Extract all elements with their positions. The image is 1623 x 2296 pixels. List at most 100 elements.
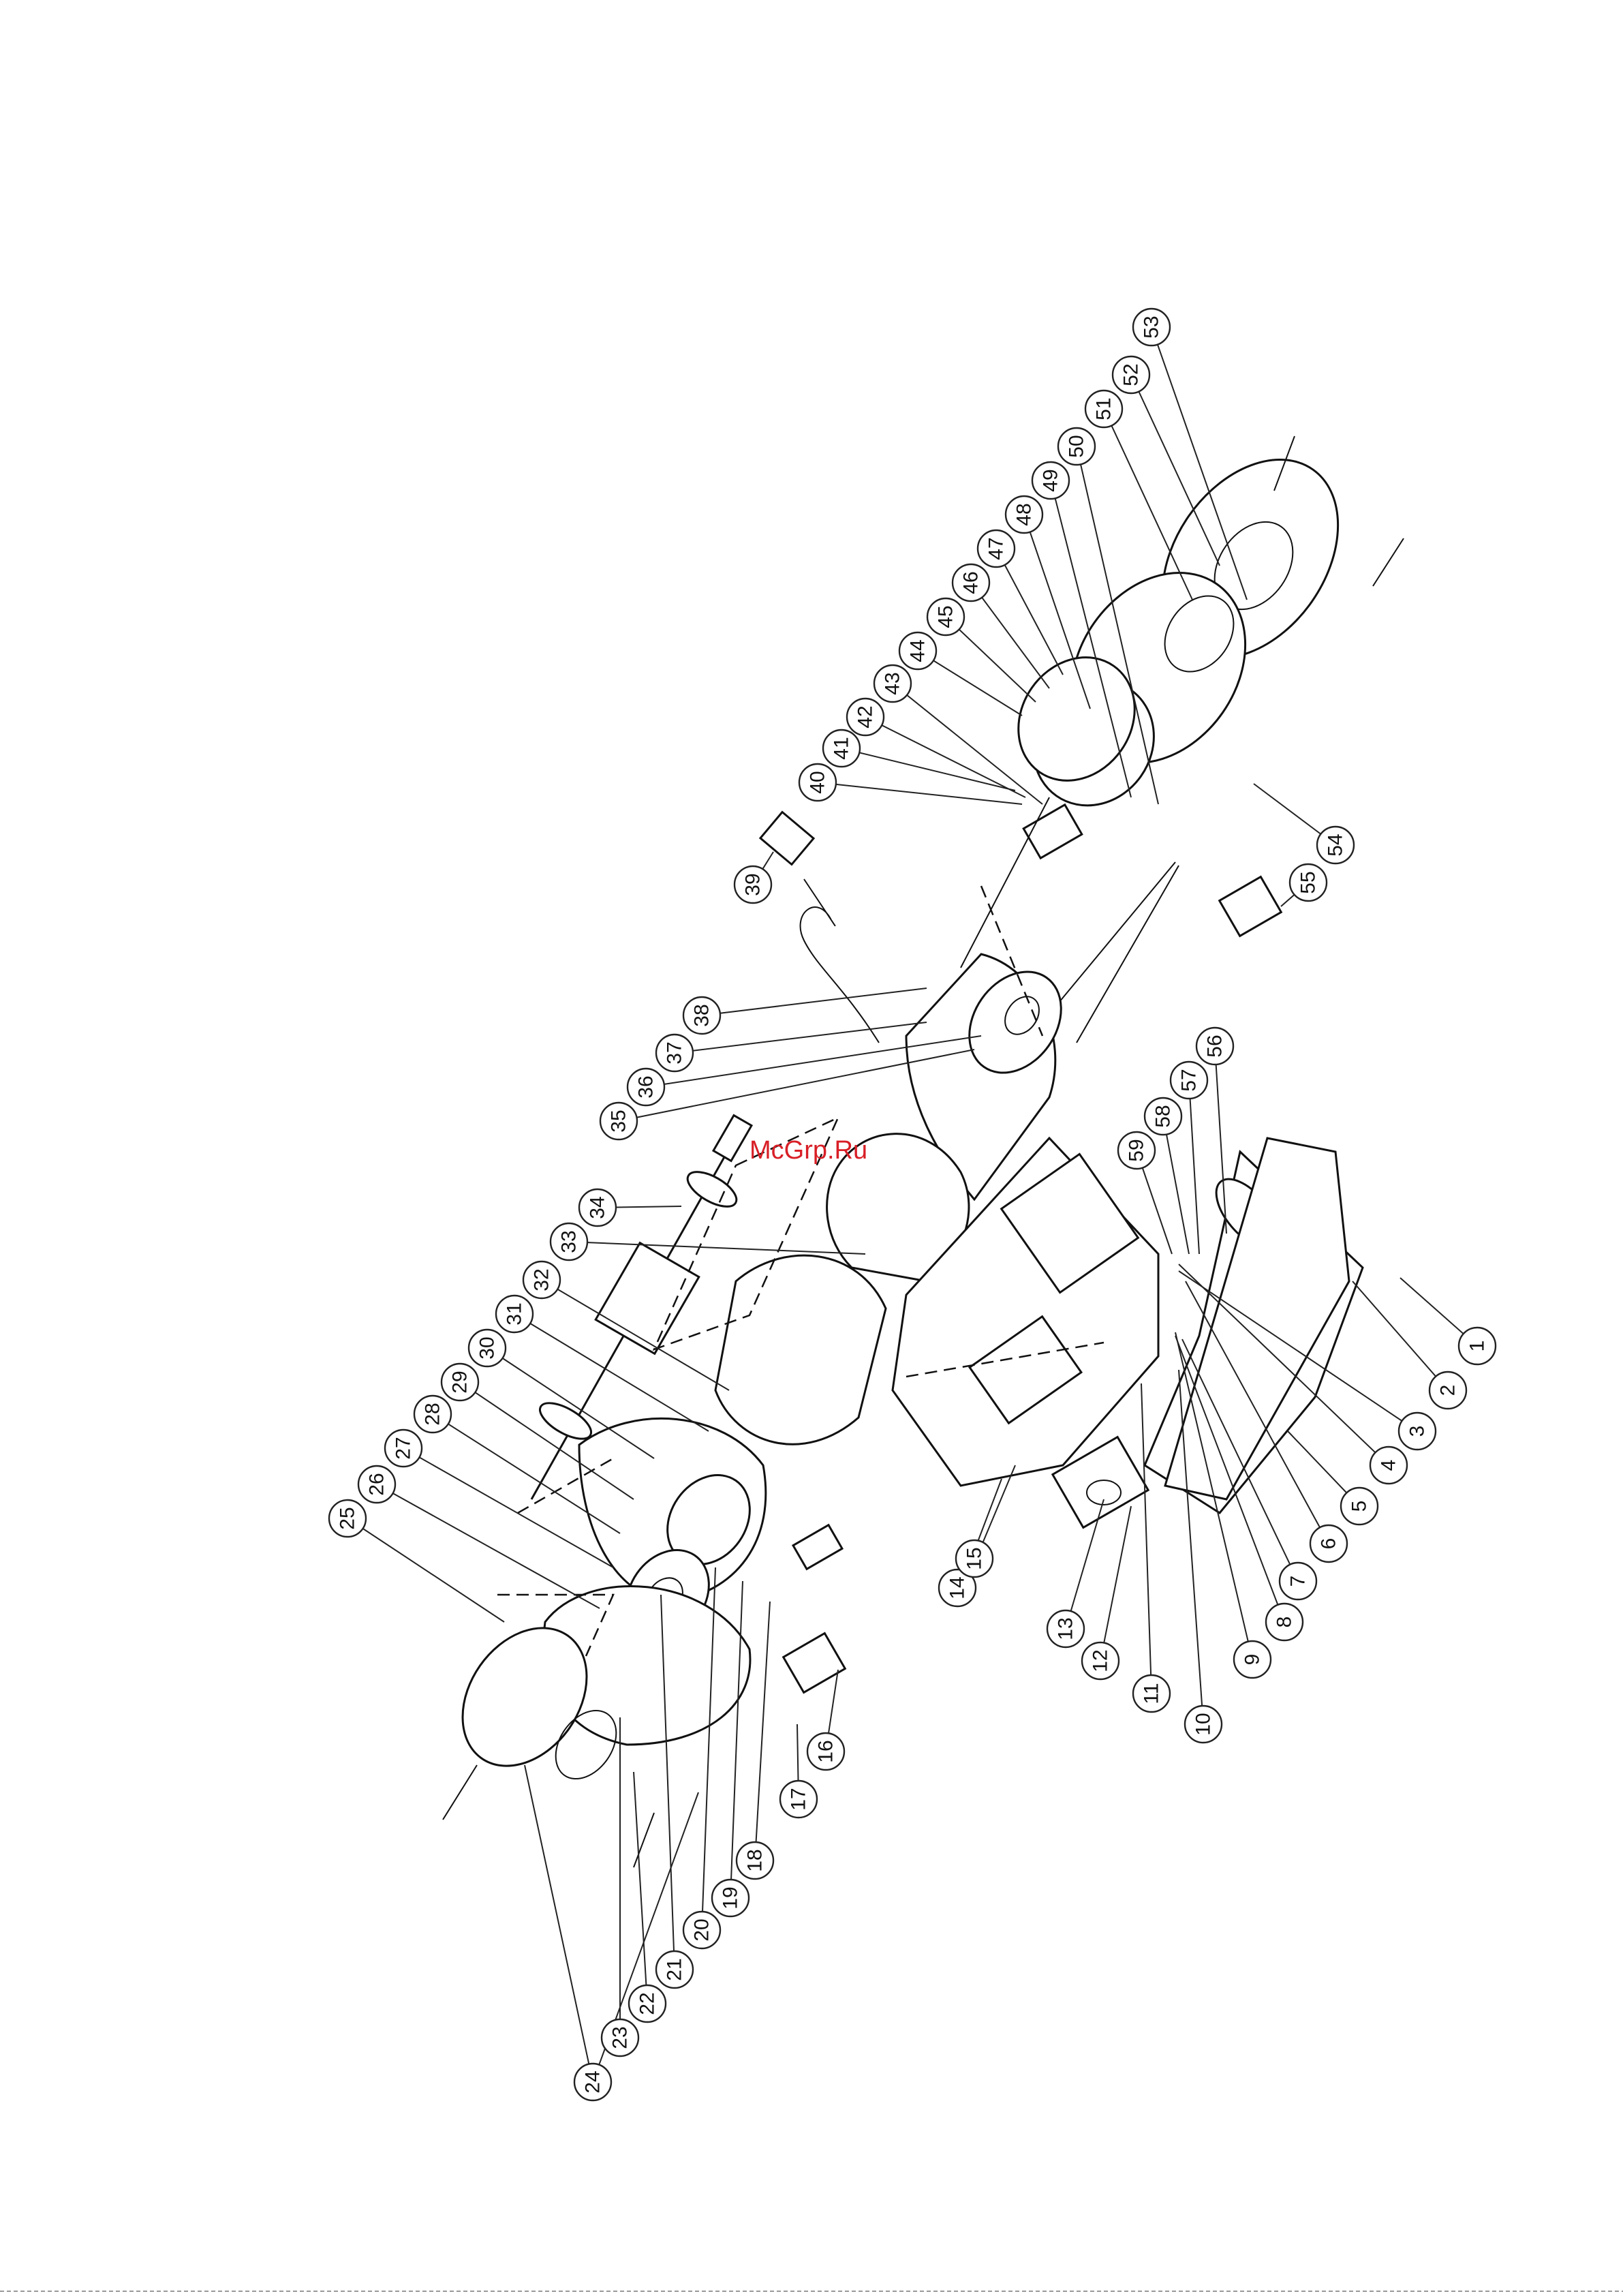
callout-number: 11 [1141, 1683, 1163, 1704]
callout-balloon: 50 [1058, 428, 1095, 465]
callout-balloon: 11 [1133, 1675, 1170, 1712]
callout-number: 39 [742, 873, 764, 896]
callout-number: 56 [1204, 1035, 1226, 1057]
callout-number: 35 [608, 1109, 630, 1132]
callout-balloon: 12 [1082, 1642, 1119, 1679]
callout-balloon: 45 [927, 598, 964, 635]
callout-balloon: 31 [496, 1296, 533, 1332]
callout-number: 8 [1273, 1617, 1296, 1628]
callout-balloon: 23 [602, 2019, 638, 2056]
callout-balloon: 18 [737, 1842, 773, 1879]
front-fan-cover [437, 1587, 750, 1867]
callout-number: 15 [963, 1547, 986, 1570]
callout-balloon: 10 [1185, 1706, 1222, 1743]
callout-number: 42 [854, 705, 877, 728]
callout-number: 41 [831, 737, 853, 759]
callout-number: 55 [1297, 871, 1320, 893]
callout-number: 53 [1141, 316, 1163, 338]
callout-number: 27 [392, 1437, 415, 1459]
callout-balloon: 47 [978, 530, 1015, 567]
callout-balloon: 26 [358, 1466, 395, 1503]
callout-number: 7 [1287, 1576, 1310, 1587]
callout-balloon: 21 [656, 1951, 693, 1988]
callout-number: 17 [788, 1788, 810, 1810]
callout-number: 23 [609, 2026, 632, 2049]
callout-number: 2 [1437, 1385, 1459, 1396]
callout-balloon: 35 [600, 1103, 637, 1139]
callout-number: 51 [1093, 397, 1115, 420]
callout-balloon: 42 [847, 699, 884, 735]
callout-balloon: 7 [1280, 1563, 1316, 1599]
callout-number: 46 [960, 571, 983, 594]
callout-number: 57 [1178, 1069, 1201, 1091]
callout-balloon: 33 [551, 1223, 587, 1260]
callout-number: 9 [1241, 1654, 1264, 1666]
callout-number: 24 [582, 2070, 604, 2093]
callout-balloon: 39 [735, 866, 771, 903]
callout-number: 25 [337, 1507, 359, 1529]
callout-number: 28 [422, 1403, 444, 1425]
callout-number: 16 [815, 1740, 837, 1762]
callout-number: 10 [1192, 1713, 1215, 1735]
callout-balloon: 6 [1310, 1525, 1347, 1562]
callout-balloon: 5 [1341, 1488, 1378, 1525]
callout-number: 50 [1066, 435, 1088, 457]
callout-number: 44 [907, 639, 929, 662]
callout-balloon: 16 [807, 1733, 844, 1770]
callout-number: 1 [1466, 1341, 1489, 1352]
callout-number: 21 [664, 1958, 686, 1980]
callout-balloon: 54 [1317, 827, 1354, 863]
callout-balloon: 24 [574, 2064, 611, 2100]
callout-number: 47 [985, 537, 1008, 560]
callout-balloon: 15 [956, 1540, 993, 1577]
callout-number: 18 [744, 1849, 767, 1871]
callout-balloon: 58 [1145, 1098, 1181, 1135]
callout-balloon: 56 [1196, 1028, 1233, 1065]
callout-number: 13 [1055, 1617, 1077, 1640]
callout-balloon: 17 [780, 1781, 817, 1818]
callout-number: 45 [935, 605, 957, 628]
callout-balloon: 43 [874, 665, 911, 702]
callout-balloon: 9 [1234, 1641, 1271, 1678]
callout-number: 34 [587, 1196, 609, 1219]
callout-balloon: 53 [1133, 309, 1170, 346]
callout-number: 6 [1318, 1538, 1340, 1550]
callout-number: 38 [691, 1004, 713, 1026]
callout-number: 59 [1126, 1139, 1148, 1161]
callout-number: 40 [807, 771, 829, 793]
callout-number: 12 [1089, 1649, 1112, 1672]
callout-balloon: 28 [414, 1396, 451, 1433]
callout-number: 52 [1120, 363, 1143, 386]
callout-balloon: 3 [1399, 1413, 1436, 1450]
callout-balloon: 41 [823, 730, 860, 767]
callout-balloon: 48 [1006, 496, 1042, 533]
callout-balloon: 1 [1459, 1328, 1496, 1364]
callout-number: 20 [691, 1918, 713, 1941]
callout-balloon: 37 [656, 1035, 693, 1071]
callout-number: 19 [720, 1886, 742, 1909]
callout-number: 14 [946, 1576, 969, 1599]
callout-balloon: 57 [1171, 1062, 1207, 1099]
callout-number: 26 [366, 1473, 388, 1495]
callout-number: 43 [882, 672, 904, 694]
callout-balloon: 51 [1085, 391, 1122, 427]
callout-number: 36 [635, 1075, 658, 1098]
callout-number: 31 [504, 1302, 526, 1325]
callout-number: 58 [1152, 1105, 1175, 1127]
callout-number: 30 [476, 1336, 499, 1359]
callout-balloon: 44 [899, 632, 936, 669]
callout-number: 49 [1040, 469, 1062, 491]
callout-number: 4 [1378, 1460, 1400, 1471]
callout-number: 37 [664, 1041, 686, 1064]
callout-balloon: 32 [523, 1261, 560, 1298]
base-plate [1165, 1138, 1349, 1499]
callout-number: 3 [1406, 1426, 1429, 1437]
callout-balloon: 19 [712, 1880, 749, 1916]
callout-balloon: 13 [1047, 1610, 1084, 1647]
power-cord [760, 812, 879, 1043]
callout-balloon: 27 [385, 1430, 422, 1467]
callout-number: 33 [558, 1230, 581, 1253]
callout-balloon: 40 [799, 764, 836, 801]
callout-number: 29 [449, 1371, 472, 1393]
